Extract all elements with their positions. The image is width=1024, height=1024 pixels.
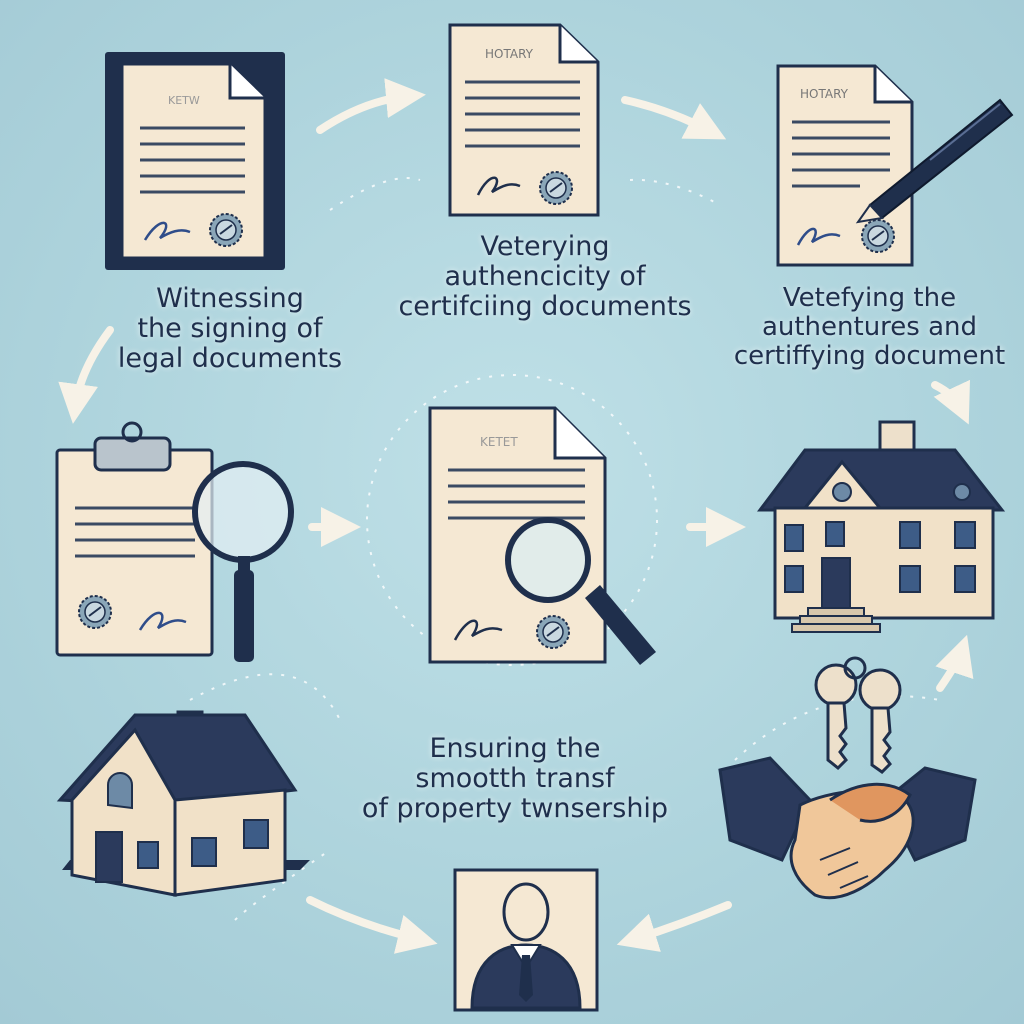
- arrow-handshake-to-house: [935, 634, 974, 692]
- handshake-icon: [718, 756, 977, 900]
- notary-person-icon: [453, 868, 599, 1012]
- label-witnessing-line-2: the signing of: [137, 313, 323, 345]
- label-verifying-certifying: Vetefying the authentures and certiffyin…: [715, 283, 1024, 372]
- label-ensuring-line-3: of property twnsership: [361, 793, 669, 825]
- magnifying-glass-icon: [192, 461, 294, 662]
- pen-icon: [855, 98, 1014, 224]
- arrow-house-to-person: [306, 896, 438, 954]
- label-verifying2-line-1: Vetefying the: [782, 283, 957, 313]
- label-witnessing: Witnessing the signing of legal document…: [60, 283, 400, 375]
- label-verifying2-line-3: certiffying document: [733, 341, 1006, 372]
- large-house-icon: [757, 420, 1006, 633]
- arrow-doc3-to-house: [931, 379, 970, 425]
- notary-document-2: HOTARY: [448, 23, 600, 217]
- clipboard-document: [55, 421, 214, 657]
- doc2-header: HOTARY: [485, 47, 534, 61]
- label-verifying-line-2: authencicity of: [444, 261, 646, 293]
- doc1-header: KETW: [168, 94, 200, 107]
- label-verifying-line-3: certifciing documents: [398, 291, 692, 323]
- arrow-handshake-to-person: [616, 901, 732, 952]
- flow-arrows: [58, 78, 974, 954]
- label-ensuring-transfer: Ensuring the smootth transf of property …: [350, 733, 680, 825]
- label-witnessing-line-3: legal documents: [117, 343, 343, 375]
- small-house-icon: [56, 710, 310, 897]
- arrow-doc2-to-doc3: [621, 96, 727, 140]
- doc4-header: KETET: [480, 435, 518, 449]
- arrow-doc1-to-doc2: [316, 78, 426, 134]
- keys-icon: [814, 656, 902, 774]
- signed-document-1: KETW: [105, 52, 285, 270]
- label-verifying-line-1: Veterying: [480, 231, 610, 262]
- doc3-header: HOTARY: [800, 87, 849, 101]
- notary-document-3: HOTARY: [776, 64, 914, 267]
- arrow-doc1-to-clipboard: [58, 326, 114, 424]
- label-witnessing-line-1: Witnessing: [156, 283, 304, 314]
- label-ensuring-line-1: Ensuring the: [429, 733, 601, 764]
- magnifying-glass-center-icon: [505, 517, 656, 665]
- label-verifying: Veterying authencicity of certifciing do…: [380, 231, 710, 323]
- label-verifying2-line-2: authentures and: [761, 312, 978, 343]
- label-ensuring-line-2: smootth transf: [415, 763, 615, 795]
